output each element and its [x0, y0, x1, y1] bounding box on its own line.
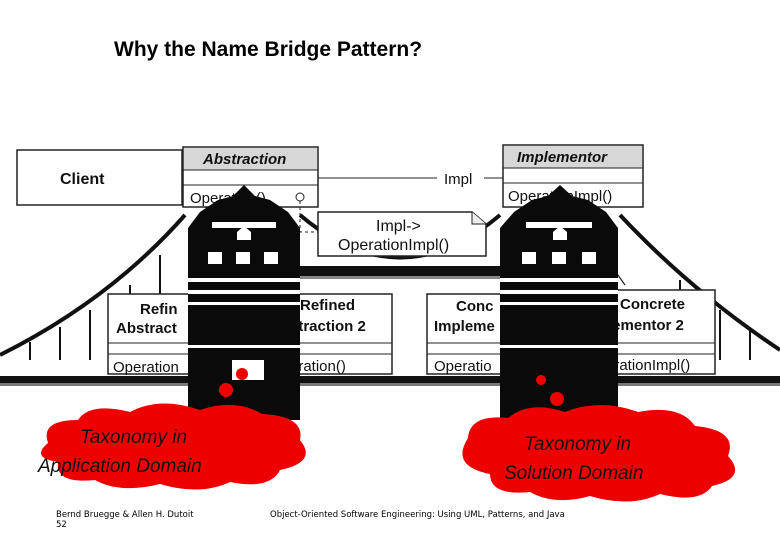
refined1-line1: Refin [140, 301, 178, 318]
page-number: 52 [56, 520, 67, 530]
concrete2-line1: Concrete [620, 296, 685, 313]
cable-hangers [29, 255, 751, 360]
application-cloud-line1: Taxonomy in [80, 427, 187, 448]
note-anchor-circle [295, 192, 305, 202]
application-cloud-line2: Application Domain [37, 456, 202, 477]
concrete-implementor-2: Concrete lementor 2 erationImpl() [604, 289, 716, 375]
implementor-class: Implementor OperationImpl() [502, 144, 644, 208]
red-markers [219, 368, 564, 406]
concrete1-line2: Impleme [434, 318, 495, 335]
concrete1-operation: Operatio [434, 358, 492, 375]
bridge-deck-shadow [0, 383, 780, 386]
refined1-line2: Abstract [116, 320, 177, 337]
refined2-operation: eration() [290, 358, 346, 375]
footer-book-title: Object-Oriented Software Engineering: Us… [270, 510, 565, 520]
abstraction-class: Abstraction Operation() [182, 146, 319, 208]
footer-authors: Bernd Bruegge & Allen H. Dutoit [56, 510, 194, 520]
implementation-note: Impl-> OperationImpl() [317, 211, 487, 257]
solution-cloud-line2: Solution Domain [504, 463, 643, 484]
solution-cloud-line1: Taxonomy in [524, 434, 631, 455]
right-bridge-tower [500, 185, 618, 420]
impl-label: Impl [444, 171, 472, 188]
client-class: Client [16, 149, 183, 206]
concrete2-operation: erationImpl() [606, 357, 690, 374]
refined2-line1: Refined [300, 297, 355, 314]
footer-authors-block: Bernd Bruegge & Allen H. Dutoit 52 [56, 510, 194, 530]
upper-walkway [300, 266, 500, 276]
abstraction-label: Abstraction [202, 151, 286, 168]
refined2-line2: straction 2 [290, 318, 366, 335]
implementor-label: Implementor [517, 149, 608, 166]
slide-title: Why the Name Bridge Pattern? [114, 38, 423, 61]
solution-domain-cloud: Taxonomy in Solution Domain [462, 405, 736, 502]
refined-abstraction-1: Refin Abstract Operation [107, 293, 199, 376]
left-bridge-tower [188, 185, 300, 420]
client-label: Client [60, 171, 105, 188]
refined-abstraction-2: Refined straction 2 eration() [281, 293, 393, 375]
concrete1-line1: Conc [456, 298, 494, 315]
note-line-2: OperationImpl() [338, 237, 449, 254]
bridge-deck [0, 376, 780, 383]
note-line-1: Impl-> [376, 218, 421, 235]
refined1-operation: Operation [113, 359, 179, 376]
application-domain-cloud: Taxonomy in Application Domain [37, 403, 306, 490]
concrete2-line2: lementor 2 [608, 317, 684, 334]
